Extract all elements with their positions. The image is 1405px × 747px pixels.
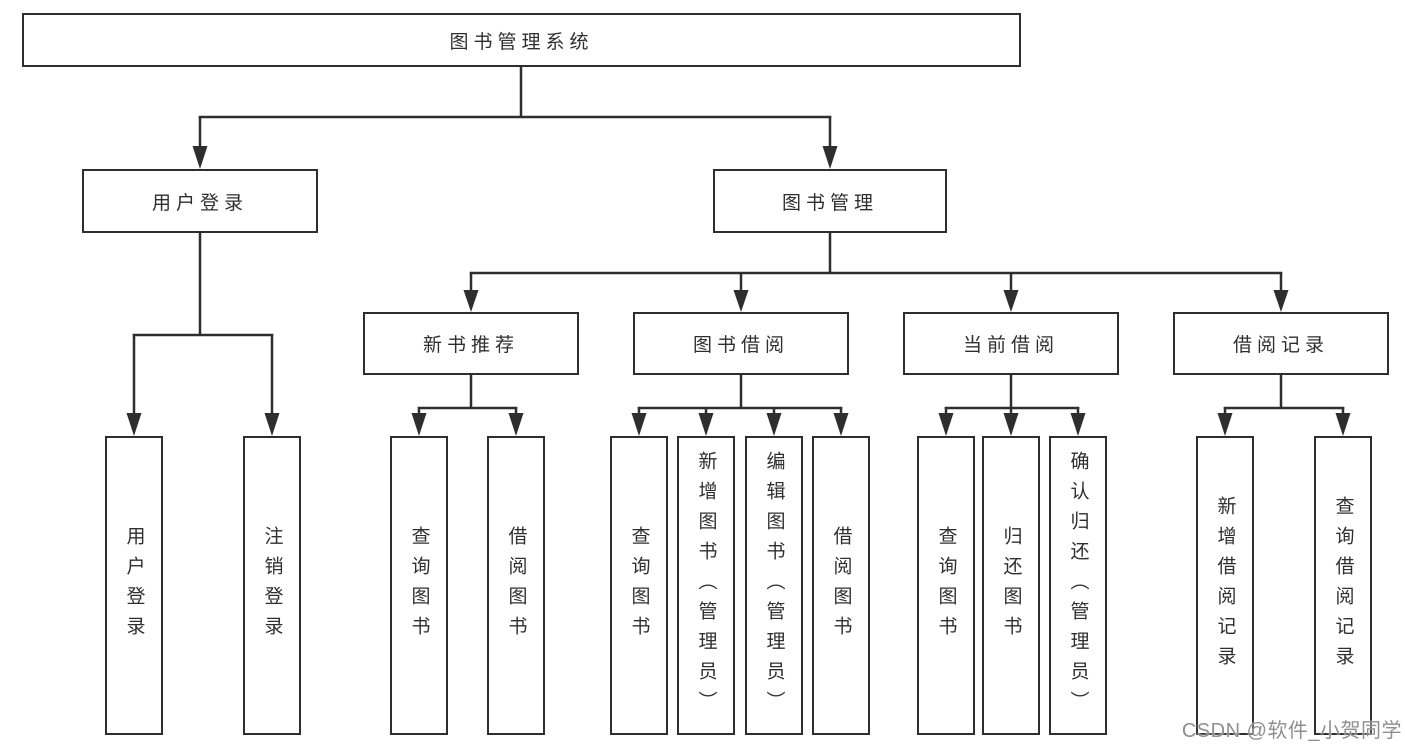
- node-book-borrow: 图书借阅: [633, 312, 849, 375]
- leaf-confirm-return-admin: 确认归还（管理员）: [1049, 436, 1107, 735]
- leaf-label: 新增图书（管理员）: [695, 450, 717, 721]
- leaf-label: 查询图书: [408, 525, 430, 646]
- csdn-watermark: CSDN @软件_小贺同学: [1181, 720, 1402, 742]
- leaf-label: 编辑图书（管理员）: [763, 450, 785, 721]
- leaf-query-books-borrow: 查询图书: [610, 436, 668, 735]
- node-borrow-record: 借阅记录: [1173, 312, 1389, 375]
- leaf-logout: 注销登录: [243, 436, 301, 735]
- node-label: 图书管理系统: [449, 31, 594, 53]
- leaf-query-books-current: 查询图书: [917, 436, 975, 735]
- leaf-borrow-books-recommend: 借阅图书: [487, 436, 545, 735]
- leaf-label: 新增借阅记录: [1214, 495, 1236, 676]
- leaf-query-books-recommend: 查询图书: [390, 436, 448, 735]
- node-library-management-system: 图书管理系统: [22, 13, 1021, 67]
- leaf-label: 用户登录: [123, 525, 145, 646]
- node-new-book-recommend: 新书推荐: [363, 312, 579, 375]
- leaf-label: 查询借阅记录: [1332, 495, 1354, 676]
- node-label: 用户登录: [151, 192, 248, 214]
- leaf-query-borrow-record: 查询借阅记录: [1314, 436, 1372, 735]
- leaf-label: 查询图书: [628, 525, 650, 646]
- node-user-login: 用户登录: [82, 169, 318, 233]
- leaf-add-borrow-record: 新增借阅记录: [1196, 436, 1254, 735]
- node-book-management: 图书管理: [713, 169, 947, 233]
- leaf-label: 归还图书: [1000, 525, 1022, 646]
- leaf-edit-book-admin: 编辑图书（管理员）: [745, 436, 803, 735]
- leaf-label: 借阅图书: [505, 525, 527, 646]
- leaf-return-book: 归还图书: [982, 436, 1040, 735]
- leaf-user-login: 用户登录: [105, 436, 163, 735]
- node-label: 借阅记录: [1232, 335, 1329, 356]
- leaf-label: 查询图书: [935, 525, 957, 646]
- node-label: 当前借阅: [962, 335, 1059, 356]
- node-label: 新书推荐: [422, 335, 519, 356]
- node-label: 图书借阅: [692, 335, 789, 356]
- node-label: 图书管理: [781, 192, 878, 214]
- leaf-add-book-admin: 新增图书（管理员）: [677, 436, 735, 735]
- leaf-label: 确认归还（管理员）: [1067, 450, 1089, 721]
- leaf-borrow-books: 借阅图书: [812, 436, 870, 735]
- leaf-label: 借阅图书: [830, 525, 852, 646]
- leaf-label: 注销登录: [261, 525, 283, 646]
- node-current-borrow: 当前借阅: [903, 312, 1119, 375]
